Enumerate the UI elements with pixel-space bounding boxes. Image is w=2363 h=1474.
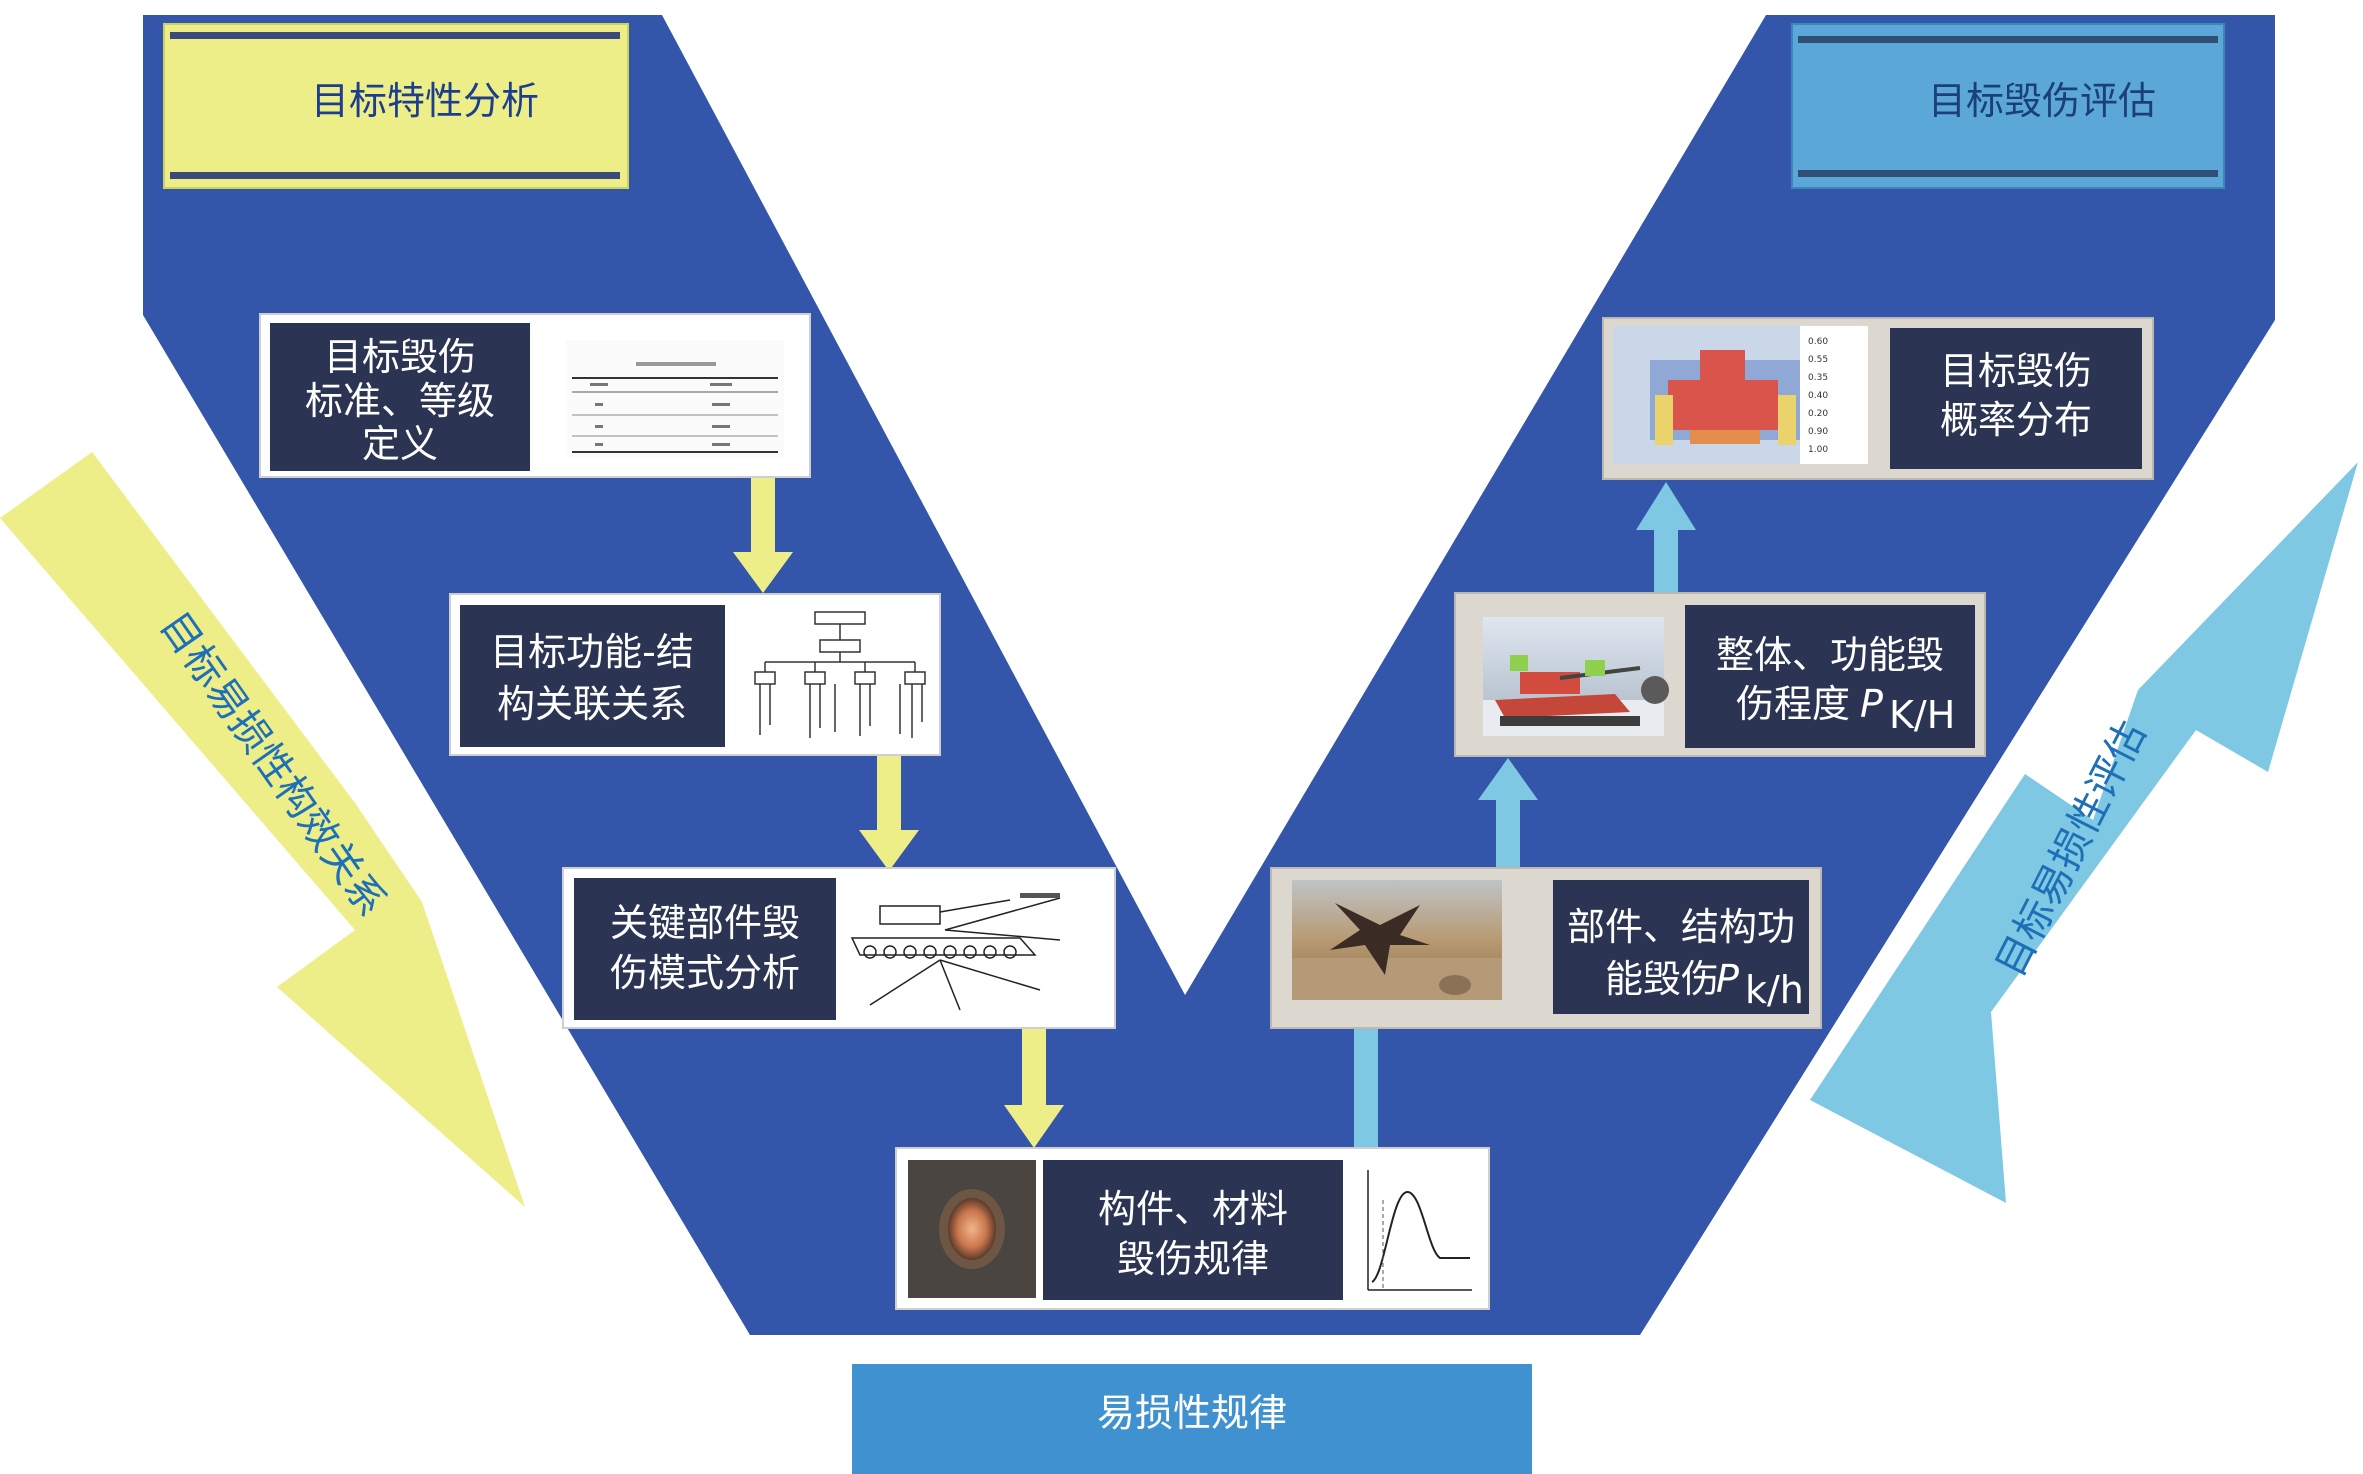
- right-step-3-line-1: 目标毁伤: [1940, 349, 2092, 393]
- flow-arrow-left-1: [733, 477, 793, 593]
- legend-item: 1.00: [1808, 445, 1828, 455]
- right-step-1-subscript: k/h: [1745, 968, 1804, 1012]
- tank-damage-mode-figure: [846, 888, 1078, 1016]
- flow-arrow-left-2: [859, 755, 919, 871]
- left-step-1-line-3: 定义: [362, 422, 438, 466]
- bottom-step: 构件、材料 毁伤规律: [895, 1147, 1490, 1310]
- right-step-2-line-2: 伤程度: [1736, 682, 1850, 726]
- flow-arrow-right-2: [1478, 758, 1538, 868]
- tank-model-render: [1483, 617, 1669, 736]
- left-step-1-line-1: 目标毁伤: [324, 335, 476, 379]
- flow-arrow-right-3: [1636, 482, 1696, 593]
- left-step-3-line-2: 伤模式分析: [610, 951, 800, 995]
- function-structure-tree-figure: [748, 603, 931, 745]
- footer-label: 易损性规律: [1097, 1391, 1287, 1435]
- header-right-label: 目标毁伤评估: [1928, 79, 2156, 123]
- footer-bar: 易损性规律: [852, 1364, 1532, 1474]
- right-step-1-line-2: 能毁伤: [1605, 957, 1719, 1001]
- header-left-label: 目标特性分析: [311, 79, 539, 123]
- header-left: 目标特性分析: [163, 23, 629, 189]
- left-step-1: 目标毁伤 标准、等级 定义: [259, 313, 811, 478]
- right-step-2: 整体、功能毁 伤程度 P K/H: [1454, 592, 1986, 757]
- right-step-3: 0.60 0.55 0.35 0.40 0.20 0.90 1.00 目标毁伤 …: [1602, 317, 2154, 480]
- probability-grid-map: 0.60 0.55 0.35 0.40 0.20 0.90 1.00: [1613, 326, 1868, 464]
- left-step-2-line-1: 目标功能-结: [490, 630, 694, 674]
- right-step-2-line-1: 整体、功能毁: [1716, 633, 1944, 677]
- right-step-1-line-1: 部件、结构功: [1567, 905, 1795, 949]
- damage-standard-table-figure: [566, 340, 784, 458]
- damage-curve-chart: [1352, 1160, 1480, 1300]
- left-step-2: 目标功能-结 构关联关系: [449, 593, 941, 756]
- perforated-plate-photo: [908, 1160, 1036, 1298]
- probability-legend: 0.60 0.55 0.35 0.40 0.20 0.90 1.00: [1808, 337, 1828, 455]
- legend-item: 0.55: [1808, 355, 1828, 365]
- legend-item: 0.60: [1808, 337, 1828, 347]
- bottom-step-line-2: 毁伤规律: [1117, 1237, 1269, 1281]
- legend-item: 0.35: [1808, 373, 1828, 383]
- right-step-2-subscript: K/H: [1889, 693, 1955, 737]
- legend-item: 0.20: [1808, 409, 1828, 419]
- right-step-3-line-2: 概率分布: [1940, 398, 2092, 442]
- right-step-1: 部件、结构功 能毁伤 P k/h: [1270, 867, 1822, 1029]
- legend-item: 0.40: [1808, 391, 1828, 401]
- flow-arrow-left-3: [1004, 1028, 1064, 1148]
- left-step-2-line-2: 构关联关系: [497, 682, 687, 726]
- left-step-3: 关键部件毁 伤模式分析: [562, 867, 1116, 1029]
- bottom-step-line-1: 构件、材料: [1098, 1187, 1288, 1231]
- left-step-3-line-1: 关键部件毁: [610, 901, 800, 945]
- turret-damage-photo: [1292, 880, 1502, 1000]
- left-step-1-line-2: 标准、等级: [305, 379, 495, 423]
- right-step-2-symbol: P: [1860, 682, 1883, 726]
- header-right: 目标毁伤评估: [1791, 23, 2225, 189]
- right-step-1-symbol: P: [1716, 957, 1739, 1001]
- legend-item: 0.90: [1808, 427, 1828, 437]
